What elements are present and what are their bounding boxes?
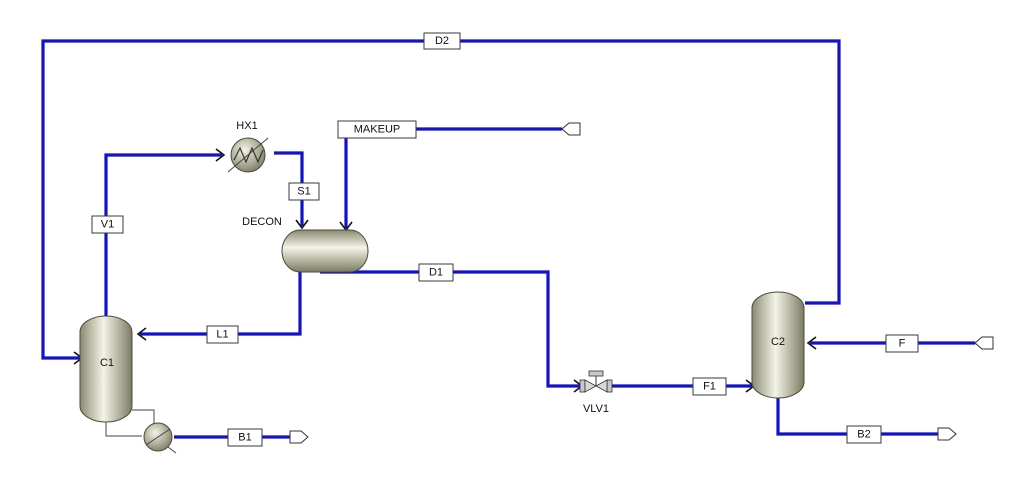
stream-b2-line[interactable] — [776, 398, 938, 436]
stream-label-makeup[interactable]: MAKEUP — [337, 120, 417, 139]
b1-product-arrow-icon[interactable] — [289, 430, 309, 444]
makeup-feed-arrow-icon[interactable] — [561, 122, 581, 136]
svg-text:MAKEUP: MAKEUP — [354, 124, 400, 136]
column-c2-label: C2 — [771, 336, 785, 348]
heat-exchanger-hx1-label: HX1 — [236, 120, 257, 132]
reboiler-pump-icon[interactable] — [143, 422, 177, 454]
svg-text:F: F — [899, 338, 906, 350]
svg-text:B2: B2 — [857, 429, 870, 441]
svg-text:D1: D1 — [429, 267, 443, 279]
stream-label-v1[interactable]: V1 — [91, 215, 124, 234]
column-c2[interactable]: C2 — [751, 291, 805, 399]
svg-text:D2: D2 — [435, 35, 449, 47]
b2-product-arrow-icon[interactable] — [937, 427, 957, 441]
stream-label-l1[interactable]: L1 — [206, 325, 239, 344]
decanter-decon-label: DECON — [242, 216, 282, 228]
stream-d1-line[interactable] — [320, 270, 580, 388]
stream-label-d2[interactable]: D2 — [423, 32, 461, 50]
column-c1-label: C1 — [100, 357, 114, 369]
stream-l1-line[interactable] — [140, 272, 302, 336]
stream-makeup-line[interactable] — [344, 127, 562, 228]
stream-label-f[interactable]: F — [885, 334, 919, 353]
svg-text:L1: L1 — [216, 329, 228, 341]
decanter-decon[interactable]: DECON — [242, 216, 369, 273]
stream-label-s1[interactable]: S1 — [288, 182, 320, 201]
stream-label-b1[interactable]: B1 — [227, 428, 263, 447]
stream-label-d1[interactable]: D1 — [418, 263, 454, 282]
stream-v1-line[interactable] — [104, 153, 222, 316]
heat-exchanger-hx1[interactable]: HX1 — [227, 120, 269, 173]
svg-text:F1: F1 — [703, 381, 716, 393]
stream-s1-line[interactable] — [274, 151, 304, 226]
f-feed-arrow-icon[interactable] — [974, 336, 994, 350]
svg-text:V1: V1 — [101, 219, 114, 231]
stream-label-b2[interactable]: B2 — [846, 425, 882, 444]
column-c1[interactable]: C1 — [79, 315, 133, 423]
c1-reboiler-piping — [105, 409, 155, 437]
valve-vlv1[interactable]: VLV1 — [579, 370, 613, 415]
svg-text:S1: S1 — [297, 186, 310, 198]
stream-d2-line[interactable] — [41, 39, 841, 360]
svg-text:B1: B1 — [238, 432, 251, 444]
stream-label-f1[interactable]: F1 — [692, 377, 727, 396]
valve-vlv1-label: VLV1 — [583, 403, 609, 415]
